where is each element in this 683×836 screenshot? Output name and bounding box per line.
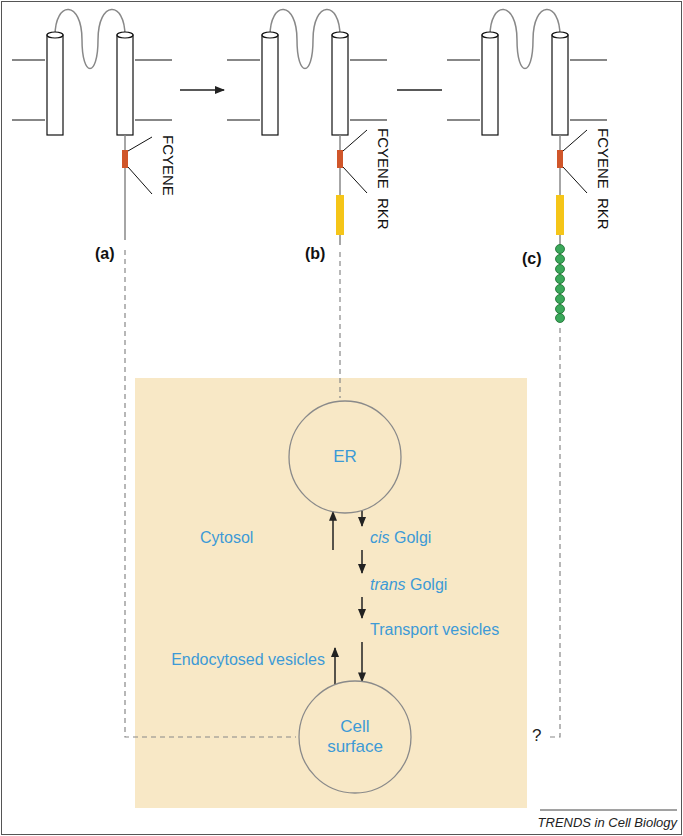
rkr-motif bbox=[336, 130, 367, 245]
motif-label: FCYENE bbox=[594, 128, 612, 189]
protein-b bbox=[227, 9, 387, 245]
compartment-label: Endocytosed vesicles bbox=[171, 650, 325, 670]
leader-line bbox=[128, 167, 152, 194]
leader-line bbox=[128, 137, 152, 151]
node-text: Transport vesicles bbox=[370, 620, 499, 640]
transition-line bbox=[397, 89, 442, 91]
node-text: Cytosol bbox=[200, 528, 253, 548]
protein-c bbox=[447, 9, 607, 322]
protein-topology bbox=[12, 9, 172, 195]
dashed-leaders bbox=[125, 250, 560, 737]
figure-label: (b) bbox=[305, 245, 325, 263]
figure-label: (a) bbox=[95, 245, 115, 263]
protein-topology bbox=[227, 9, 387, 195]
motif-label: RKR bbox=[594, 198, 612, 230]
compartment-circle: Cell surface bbox=[298, 680, 412, 794]
protein-a bbox=[12, 9, 172, 240]
node-text: ER bbox=[333, 447, 357, 467]
source-credit: TRENDS in Cell Biology bbox=[538, 814, 677, 832]
c-tail bbox=[124, 195, 126, 240]
compartment-label: Cytosol bbox=[200, 528, 253, 548]
motif-label: RKR bbox=[374, 198, 392, 230]
glycan-chain bbox=[556, 245, 565, 323]
flow-arrow bbox=[361, 597, 363, 618]
node-text: cis Golgi bbox=[370, 528, 431, 548]
cell-panel bbox=[135, 378, 527, 808]
motif-label: FCYENE bbox=[374, 128, 392, 189]
compartment-label: Transport vesicles bbox=[370, 620, 499, 640]
footer-rule bbox=[540, 810, 677, 811]
compartment-label: cis Golgi bbox=[370, 528, 431, 548]
node-text: Endocytosed vesicles bbox=[171, 650, 325, 670]
flow-arrow bbox=[361, 550, 363, 573]
figure-label: ? bbox=[532, 727, 541, 745]
flow-arrow bbox=[334, 648, 336, 685]
node-text: trans Golgi bbox=[370, 575, 447, 595]
flow-arrow bbox=[361, 510, 363, 526]
compartment-label: trans Golgi bbox=[370, 575, 447, 595]
transition-arrow bbox=[180, 89, 224, 91]
motif-label: FCYENE bbox=[159, 135, 177, 196]
figure-label: (c) bbox=[522, 250, 542, 268]
node-text: Cell surface bbox=[319, 717, 391, 757]
compartment-circle: ER bbox=[288, 400, 402, 514]
flow-arrow bbox=[361, 642, 363, 681]
protein-topology bbox=[447, 9, 607, 195]
rkr-motif bbox=[556, 130, 587, 245]
flow-arrow bbox=[332, 512, 334, 550]
